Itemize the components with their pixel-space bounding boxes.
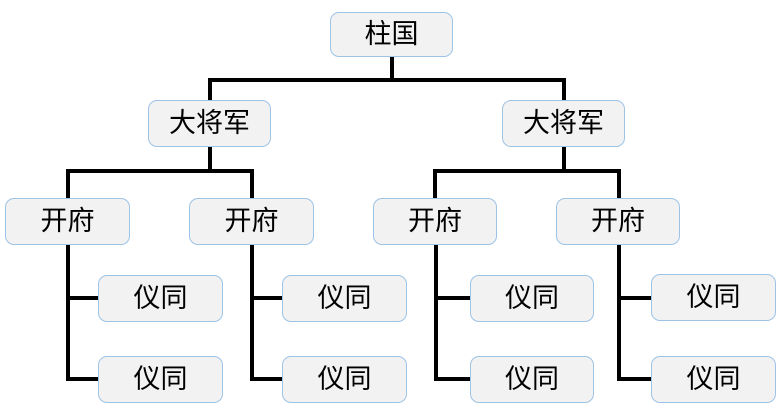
connector-drop-kf2 [250,169,254,198]
connector-kf1-vertical [66,245,70,381]
node-yitong-1b-label: 仪同 [133,364,188,395]
node-yitong-3b: 仪同 [470,356,594,403]
connector-drop-kf3 [433,169,437,198]
node-dajiangjun-right: 大将军 [502,100,625,147]
connector-drop-gg-left [208,78,212,101]
connector-kf3-vertical [434,245,438,381]
connector-kf4-vertical [617,245,621,381]
node-yitong-3b-label: 仪同 [505,364,559,395]
connector-root-stem [390,57,394,81]
node-yitong-4a-label: 仪同 [686,282,741,313]
node-yitong-3a-label: 仪同 [505,283,559,314]
node-yitong-4b-label: 仪同 [686,364,741,395]
node-dajiangjun-left-label: 大将军 [169,108,250,139]
node-kaifu-4-label: 开府 [591,206,645,237]
connector-stub-yt3b [434,377,472,381]
connector-gg-right-stem [562,147,566,171]
node-yitong-4a: 仪同 [651,274,776,321]
node-dajiangjun-right-label: 大将军 [523,108,604,139]
node-kaifu-4: 开府 [556,198,680,245]
node-zhuguo-label: 柱国 [364,19,419,50]
connector-gg-left-stem [208,147,212,171]
node-kaifu-1: 开府 [5,198,130,245]
connector-stub-yt2b [250,377,284,381]
node-kaifu-1-label: 开府 [40,206,95,237]
connector-drop-kf1 [66,169,70,198]
connector-stub-yt4a [617,296,653,300]
node-yitong-1a: 仪同 [98,275,223,322]
node-kaifu-2: 开府 [189,198,314,245]
node-yitong-2a-label: 仪同 [317,283,372,314]
node-kaifu-3-label: 开府 [408,206,462,237]
connector-drop-kf4 [617,169,621,198]
connector-stub-yt2a [250,296,284,300]
connector-level2-bar [208,78,565,82]
connector-kf2-vertical [250,245,254,381]
node-yitong-1b: 仪同 [98,356,223,403]
connector-stub-yt1a [66,296,100,300]
node-kaifu-3: 开府 [373,198,497,245]
node-yitong-3a: 仪同 [470,275,594,322]
node-kaifu-2-label: 开府 [224,206,279,237]
node-yitong-2a: 仪同 [282,275,407,322]
node-yitong-2b-label: 仪同 [317,364,372,395]
connector-left-bar [66,169,253,173]
node-yitong-1a-label: 仪同 [133,283,188,314]
node-dajiangjun-left: 大将军 [148,100,271,147]
connector-drop-gg-right [562,78,566,101]
node-zhuguo: 柱国 [330,12,453,57]
connector-stub-yt1b [66,377,100,381]
node-yitong-4b: 仪同 [651,356,776,403]
node-yitong-2b: 仪同 [282,356,407,403]
connector-right-bar [433,169,620,173]
connector-stub-yt4b [617,377,653,381]
connector-stub-yt3a [434,296,472,300]
